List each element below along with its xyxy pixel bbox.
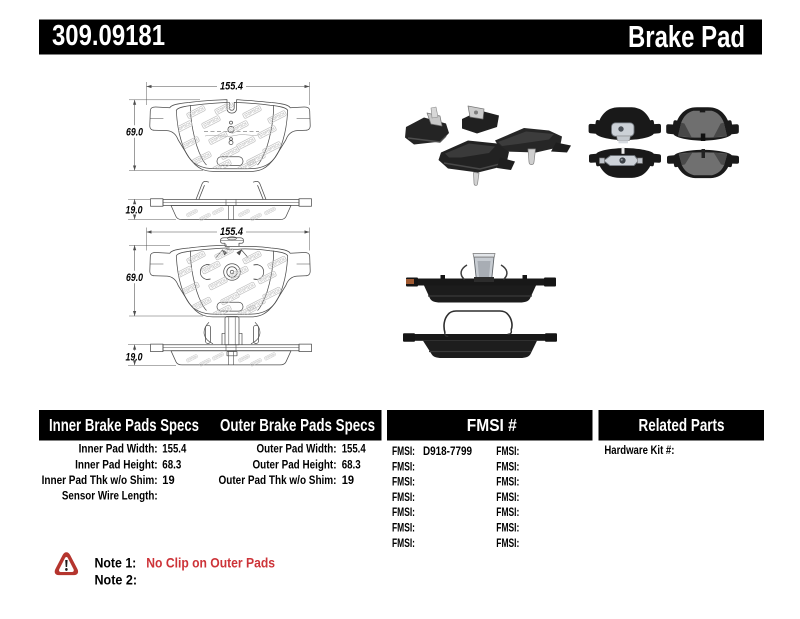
svg-text:Hardware Kit #:: Hardware Kit #: — [604, 443, 674, 457]
svg-text:155.4: 155.4 — [162, 442, 186, 456]
svg-text:Outer Pad Width:: Outer Pad Width: — [257, 442, 337, 456]
svg-text:Outer Pad Height:: Outer Pad Height: — [253, 457, 337, 471]
svg-text:FMSI:: FMSI: — [496, 490, 519, 504]
svg-text:FMSI:: FMSI: — [392, 459, 415, 473]
svg-text:FMSI:: FMSI: — [496, 521, 519, 535]
svg-text:155.4: 155.4 — [220, 226, 243, 238]
svg-text:68.3: 68.3 — [342, 457, 361, 471]
svg-text:FMSI:: FMSI: — [392, 521, 415, 535]
svg-text:155.4: 155.4 — [220, 81, 243, 93]
svg-text:FMSI #: FMSI # — [467, 415, 517, 435]
svg-text:Sensor Wire Length:: Sensor Wire Length: — [62, 489, 158, 503]
svg-text:FMSI:: FMSI: — [496, 475, 519, 489]
svg-text:FMSI:: FMSI: — [392, 490, 415, 504]
svg-text:Note 1:: Note 1: — [95, 556, 137, 572]
svg-text:155.4: 155.4 — [342, 442, 366, 456]
svg-text:FMSI:: FMSI: — [496, 536, 519, 550]
svg-text:Inner Brake Pads Specs: Inner Brake Pads Specs — [49, 415, 199, 435]
svg-text:D918-7799: D918-7799 — [423, 444, 472, 458]
svg-text:Related Parts: Related Parts — [639, 415, 725, 435]
svg-text:FMSI:: FMSI: — [496, 444, 519, 458]
svg-text:FMSI:: FMSI: — [496, 459, 519, 473]
svg-text:69.0: 69.0 — [126, 272, 143, 284]
svg-text:309.09181: 309.09181 — [52, 20, 165, 52]
svg-text:69.0: 69.0 — [126, 126, 143, 138]
svg-text:Brake Pad: Brake Pad — [628, 19, 745, 54]
svg-text:FMSI:: FMSI: — [392, 444, 415, 458]
svg-text:19: 19 — [162, 473, 174, 487]
svg-text:FMSI:: FMSI: — [392, 536, 415, 550]
svg-text:68.3: 68.3 — [162, 457, 181, 471]
svg-text:Note 2:: Note 2: — [95, 573, 138, 589]
svg-text:FMSI:: FMSI: — [392, 505, 415, 519]
svg-text:No Clip on Outer Pads: No Clip on Outer Pads — [146, 556, 275, 572]
svg-text:Inner Pad Thk w/o Shim:: Inner Pad Thk w/o Shim: — [42, 473, 158, 487]
svg-text:Inner Pad Height:: Inner Pad Height: — [75, 457, 158, 471]
svg-text:Outer Brake Pads Specs: Outer Brake Pads Specs — [220, 415, 375, 435]
svg-text:Outer Pad Thk w/o Shim:: Outer Pad Thk w/o Shim: — [219, 473, 337, 487]
svg-text:Inner Pad Width:: Inner Pad Width: — [79, 442, 158, 456]
svg-text:19: 19 — [342, 473, 354, 487]
svg-text:19.0: 19.0 — [126, 352, 143, 364]
svg-text:19.0: 19.0 — [126, 204, 143, 216]
svg-text:FMSI:: FMSI: — [392, 475, 415, 489]
svg-text:FMSI:: FMSI: — [496, 505, 519, 519]
